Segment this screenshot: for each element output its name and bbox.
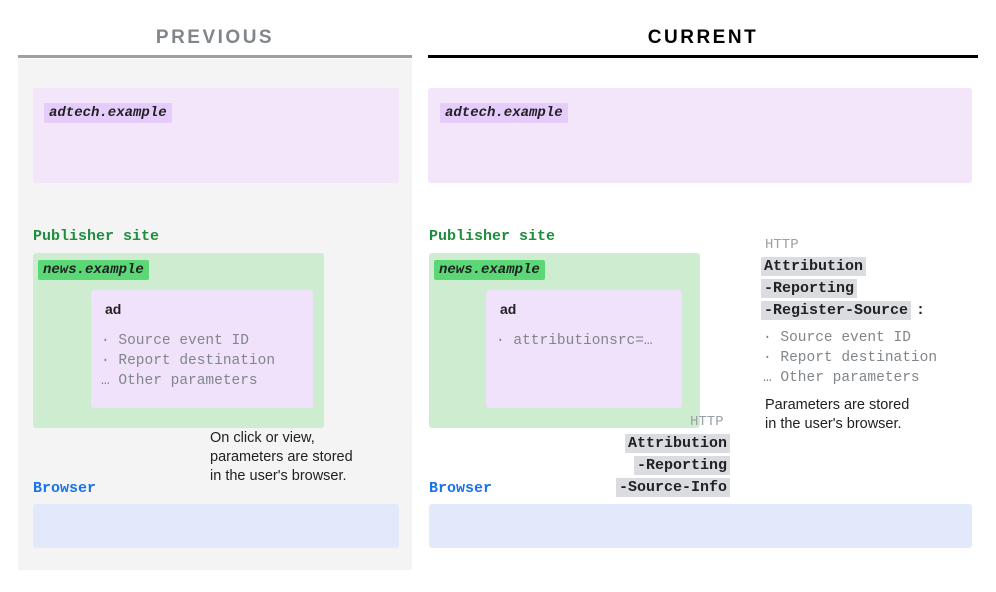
browser-region-current <box>429 504 972 548</box>
http-response-line-2: -Reporting <box>761 279 858 298</box>
ad-card-current <box>486 290 682 408</box>
column-title-current: CURRENT <box>647 27 759 48</box>
column-title-previous: PREVIOUS <box>155 27 275 48</box>
ad-card-previous <box>91 290 313 408</box>
note-current: Parameters are stored in the user's brow… <box>765 397 910 432</box>
http-response-line-3-text: -Register-Source <box>761 301 912 320</box>
http-response-line-2-text: -Reporting <box>761 279 858 298</box>
http-response-params: · Source event ID· Report destination… O… <box>763 330 938 386</box>
ad-card-params-previous: · Source event ID· Report destination… O… <box>101 333 276 389</box>
column-rule-current <box>428 55 978 58</box>
http-request-protocol-label: HTTP <box>690 414 724 430</box>
http-response-line-1: Attribution <box>761 257 867 276</box>
http-request-line-3-text: -Source-Info <box>615 478 730 497</box>
http-request-line-1: Attribution <box>612 434 730 453</box>
browser-section-label-previous: Browser <box>33 480 97 497</box>
http-response-protocol-label: HTTP <box>765 237 799 253</box>
note-previous: On click or view, parameters are stored … <box>210 430 353 484</box>
publisher-origin-chip-previous: news.example <box>38 260 149 280</box>
column-rule-previous <box>18 55 412 58</box>
http-response-colon: : <box>916 302 926 319</box>
browser-section-label-current: Browser <box>429 480 493 497</box>
http-request-line-1-text: Attribution <box>624 434 730 453</box>
browser-region-previous <box>33 504 399 548</box>
publisher-section-label-current: Publisher site <box>429 228 556 245</box>
adtech-origin-chip-previous: adtech.example <box>44 103 172 123</box>
http-response-line-3: -Register-Source: <box>761 301 926 320</box>
ad-card-title-current: ad <box>500 301 517 317</box>
http-request-line-2: -Reporting <box>612 456 730 475</box>
http-request-line-2-text: -Reporting <box>633 456 730 475</box>
http-request-line-3: -Source-Info <box>612 478 730 497</box>
http-response-line-1-text: Attribution <box>761 257 867 276</box>
ad-card-params-current: · attributionsrc=… <box>496 333 653 349</box>
adtech-origin-chip-current: adtech.example <box>440 103 568 123</box>
ad-card-title-previous: ad <box>105 301 122 317</box>
publisher-section-label-previous: Publisher site <box>33 228 160 245</box>
publisher-origin-chip-current: news.example <box>434 260 545 280</box>
